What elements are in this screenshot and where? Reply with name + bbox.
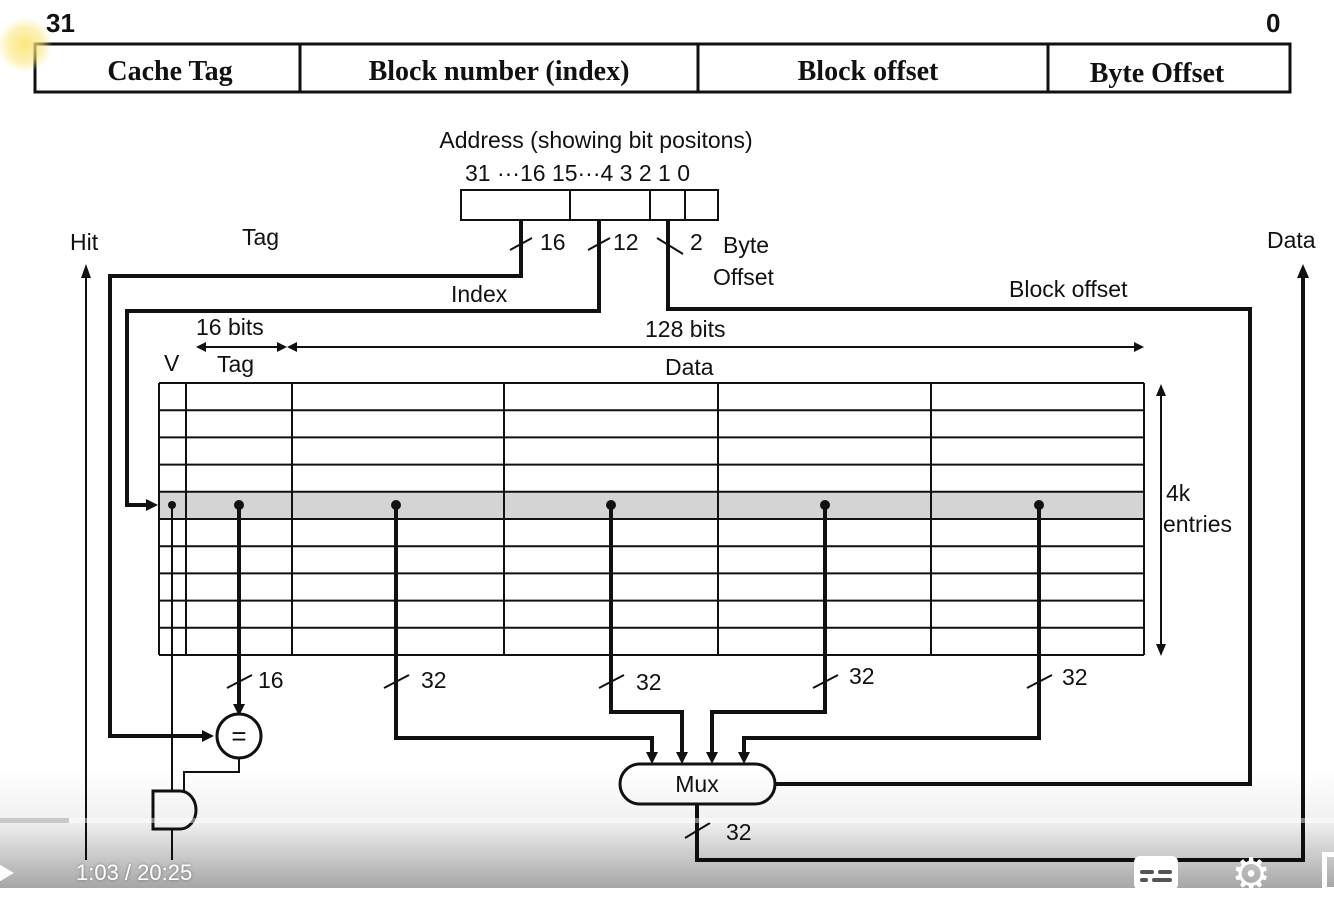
word1-width-label: 32: [636, 669, 662, 695]
word0-wire: [394, 505, 654, 758]
entries-annotation: 4k entries: [1156, 384, 1232, 656]
tag-column-label: Tag: [217, 351, 254, 377]
byte-offset-width-label: 2: [690, 229, 703, 255]
time-display: 1:03 / 20:25: [76, 860, 193, 885]
tag-bits-label: 16 bits: [196, 314, 264, 340]
block-offset-wire-label: Block offset: [1009, 276, 1128, 302]
comparator: =: [183, 712, 263, 792]
word2-width-label: 32: [849, 663, 875, 689]
data-bits-label: 128 bits: [645, 316, 726, 342]
mux: Mux 32: [618, 264, 1309, 862]
arrowhead: [287, 342, 297, 352]
block-offset-wire: [666, 220, 1252, 786]
output-wires: 16 32 32 32 32: [146, 499, 1088, 860]
data-label: Data: [1267, 227, 1316, 253]
field-block-offset: Block offset: [798, 56, 939, 87]
data-column-label: Data: [665, 354, 714, 380]
mux-out-width-label: 32: [726, 819, 752, 845]
progress-fill: [0, 818, 70, 823]
arrowhead: [676, 752, 688, 764]
arrowhead: [738, 752, 750, 764]
width-annotations: 16 bits 128 bits V Tag Data: [164, 314, 1144, 380]
arrowhead: [1134, 342, 1144, 352]
arrowhead: [233, 704, 245, 716]
field-cache-tag: Cache Tag: [107, 56, 232, 87]
arrowhead: [646, 752, 658, 764]
bus-slash: [812, 674, 839, 689]
tag-wire: [108, 220, 523, 738]
field-block-number: Block number (index): [369, 56, 630, 87]
mux-label: Mux: [675, 771, 719, 797]
and-gate-shape: [151, 789, 198, 831]
entries-label-line2: entries: [1163, 511, 1232, 537]
hit-label: Hit: [70, 229, 99, 255]
arrowhead: [277, 342, 287, 352]
mux-out-wire: [695, 276, 1305, 862]
v-column-label: V: [164, 350, 180, 376]
tag-out-width-label: 16: [258, 667, 284, 693]
cache-array: [158, 382, 1145, 656]
index-wire: [125, 220, 601, 507]
arrowhead: [146, 499, 158, 511]
arrowhead: [81, 264, 91, 278]
lsb-bit-label: 0: [1266, 8, 1280, 38]
play-icon[interactable]: [0, 860, 14, 886]
comparator-symbol: =: [231, 721, 246, 751]
bus-slash: [1026, 674, 1053, 689]
bus-slash: [598, 674, 625, 689]
arrowhead: [1156, 644, 1166, 656]
subtitles-icon[interactable]: [1134, 856, 1178, 890]
index-wire-label: Index: [451, 281, 508, 307]
settings-gear-icon[interactable]: ⚙: [1231, 849, 1271, 900]
bit-positions-label: 31 ···16 15···4 3 2 1 0: [465, 160, 690, 186]
arrowhead: [706, 752, 718, 764]
cache-grid: [158, 382, 1145, 656]
bus-slash: [656, 237, 684, 255]
selected-row: [159, 491, 1144, 518]
tag-wire-label: Tag: [242, 224, 279, 250]
word1-wire: [609, 505, 684, 758]
fullscreen-icon[interactable]: [1322, 852, 1334, 892]
msb-bit-label: 31: [46, 8, 75, 38]
address-format-bar: 31 0 Cache Tag Block number (index) Bloc…: [33, 8, 1292, 94]
field-byte-offset: Byte Offset: [1090, 58, 1225, 89]
address-title: Address (showing bit positons): [439, 127, 752, 153]
and-gate: [151, 789, 198, 860]
entries-label-line1: 4k: [1166, 480, 1191, 506]
arrowhead: [196, 342, 206, 352]
byte-offset-label-line1: Byte: [723, 232, 769, 258]
address-register: Address (showing bit positons) 31 ···16 …: [439, 127, 753, 221]
address-wires: [108, 220, 1252, 786]
word2-wire: [710, 505, 827, 758]
word3-width-label: 32: [1062, 664, 1088, 690]
bus-slash: [587, 237, 611, 251]
byte-offset-label-line2: Offset: [713, 264, 775, 290]
tag-width-label: 16: [540, 229, 566, 255]
word0-width-label: 32: [421, 667, 447, 693]
word3-wire: [742, 505, 1041, 758]
bus-slash: [684, 822, 711, 839]
index-width-label: 12: [613, 229, 639, 255]
address-box: [460, 189, 719, 221]
arrowhead: [1156, 384, 1166, 396]
bus-slash: [383, 674, 410, 689]
arrowhead: [202, 730, 214, 742]
bus-slash: [226, 674, 253, 689]
bus-slash: [509, 237, 533, 251]
progress-bar[interactable]: [0, 818, 1334, 823]
compare-out-wire: [183, 758, 240, 792]
arrowhead: [1297, 264, 1309, 278]
